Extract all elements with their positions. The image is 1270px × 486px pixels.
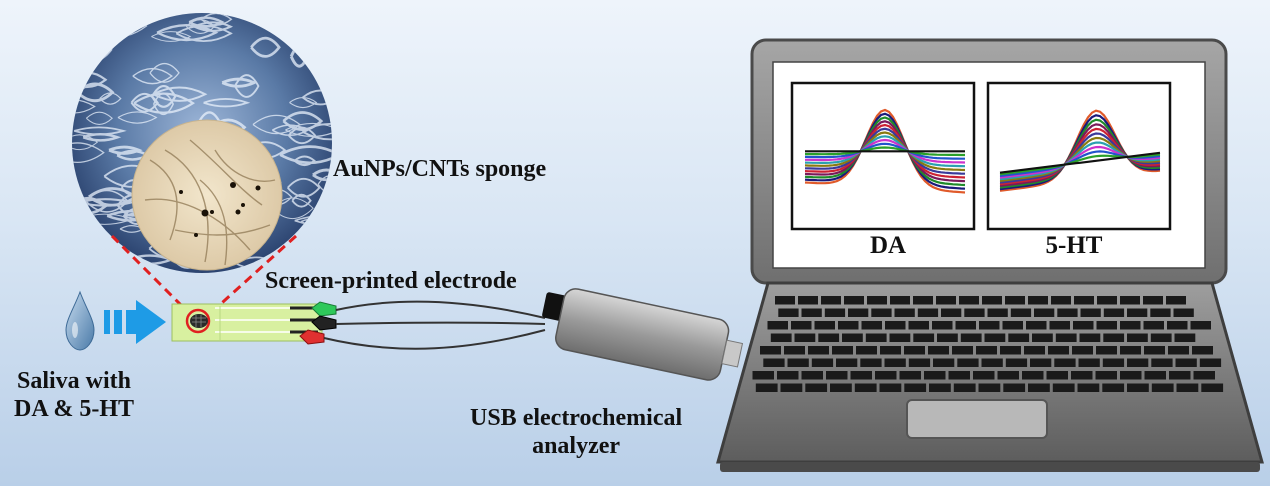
- saliva-label-line-1: Saliva with: [16, 368, 132, 394]
- usb-label-line-1: USB electrochemical: [470, 405, 683, 431]
- laptop-touchpad: [906, 399, 1048, 439]
- saliva-label: Saliva with DA & 5-HT: [14, 368, 134, 423]
- da-plot-label: DA: [869, 232, 907, 259]
- electrode-label: Screen-printed electrode: [265, 268, 517, 294]
- flow-arrow-icon: [104, 300, 166, 344]
- usb-analyzer: [542, 288, 744, 381]
- ht-plot-label: 5-HT: [1045, 232, 1103, 259]
- electrode-clips: [290, 300, 546, 350]
- laptop-keyboard: [752, 296, 1224, 392]
- laptop: [716, 38, 1264, 472]
- usb-analyzer-label: USB electrochemical analyzer: [470, 405, 682, 460]
- screen-printed-electrode: [171, 303, 323, 342]
- zoom-lines: [110, 234, 298, 312]
- saliva-label-line-2: DA & 5-HT: [14, 395, 134, 422]
- da-voltammogram-plot: [804, 108, 966, 194]
- saliva-drop-icon: [65, 290, 95, 351]
- ht-voltammogram-plot: [999, 109, 1161, 192]
- sponge-label: AuNPs/CNTs sponge: [333, 156, 547, 182]
- usb-label-line-2: analyzer: [532, 432, 621, 459]
- tem-inset: [131, 119, 283, 271]
